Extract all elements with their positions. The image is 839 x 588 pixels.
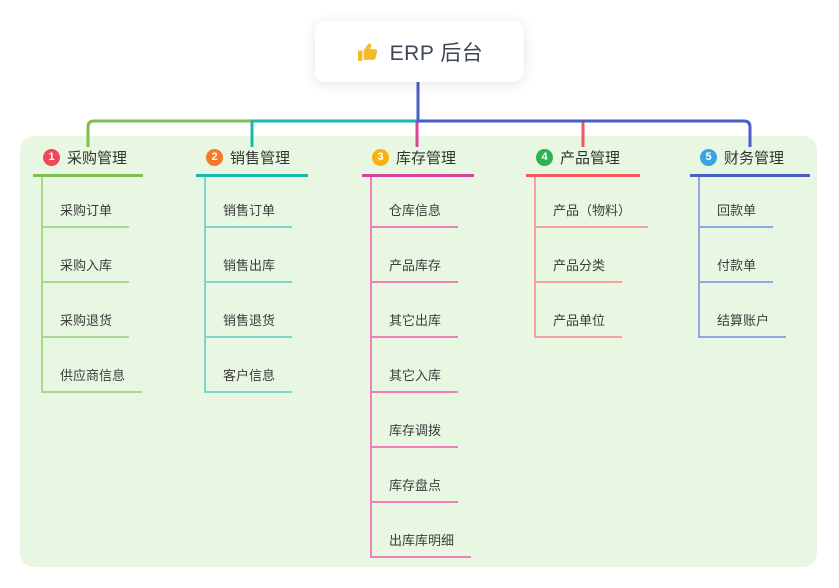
- child-node[interactable]: 付款单: [700, 228, 774, 283]
- branch-number-badge: 4: [536, 149, 553, 166]
- child-node[interactable]: 其它入库: [372, 338, 459, 393]
- child-node[interactable]: 出库库明细: [372, 503, 472, 558]
- branch-children: 销售订单销售出库销售退货客户信息: [204, 177, 293, 393]
- child-node[interactable]: 库存盘点: [372, 448, 459, 503]
- child-node[interactable]: 回款单: [700, 177, 774, 228]
- child-node[interactable]: 销售退货: [206, 283, 293, 338]
- child-node[interactable]: 采购入库: [43, 228, 130, 283]
- branch-children: 产品（物料）产品分类产品单位: [534, 177, 649, 338]
- child-node[interactable]: 库存调拨: [372, 393, 459, 448]
- child-node[interactable]: 采购订单: [43, 177, 130, 228]
- child-node[interactable]: 其它出库: [372, 283, 459, 338]
- branch-children: 采购订单采购入库采购退货供应商信息: [41, 177, 143, 393]
- thumbs-up-icon: [356, 40, 380, 64]
- branch-title-3[interactable]: 3 库存管理: [362, 148, 474, 177]
- branch-number-badge: 1: [43, 149, 60, 166]
- branch-title-5[interactable]: 5 财务管理: [690, 148, 810, 177]
- child-node[interactable]: 产品库存: [372, 228, 459, 283]
- branch-number-badge: 3: [372, 149, 389, 166]
- branch-children: 仓库信息产品库存其它出库其它入库库存调拨库存盘点出库库明细: [370, 177, 472, 558]
- branch-number-badge: 2: [206, 149, 223, 166]
- branch-title-2[interactable]: 2 销售管理: [196, 148, 308, 177]
- mindmap-background-panel: [20, 136, 817, 567]
- branch-children: 回款单付款单结算账户: [698, 177, 787, 338]
- child-node[interactable]: 产品（物料）: [536, 177, 649, 228]
- child-node[interactable]: 销售订单: [206, 177, 293, 228]
- child-node[interactable]: 供应商信息: [43, 338, 143, 393]
- branch-title-label: 产品管理: [560, 150, 621, 167]
- branch-4: 4 产品管理产品（物料）产品分类产品单位: [526, 148, 649, 338]
- branch-title-label: 库存管理: [396, 150, 457, 167]
- branch-3: 3 库存管理仓库信息产品库存其它出库其它入库库存调拨库存盘点出库库明细: [362, 148, 474, 558]
- branch-number-badge: 5: [700, 149, 717, 166]
- root-node-erp[interactable]: ERP 后台: [315, 21, 524, 82]
- branch-title-label: 销售管理: [230, 150, 291, 167]
- branch-title-label: 财务管理: [724, 150, 785, 167]
- branch-5: 5 财务管理回款单付款单结算账户: [690, 148, 810, 338]
- root-title: ERP 后台: [389, 41, 484, 65]
- child-node[interactable]: 产品单位: [536, 283, 623, 338]
- child-node[interactable]: 仓库信息: [372, 177, 459, 228]
- child-node[interactable]: 采购退货: [43, 283, 130, 338]
- branch-title-4[interactable]: 4 产品管理: [526, 148, 640, 177]
- branch-1: 1 采购管理采购订单采购入库采购退货供应商信息: [33, 148, 143, 393]
- branch-title-1[interactable]: 1 采购管理: [33, 148, 143, 177]
- child-node[interactable]: 结算账户: [700, 283, 787, 338]
- branch-title-label: 采购管理: [67, 150, 128, 167]
- child-node[interactable]: 产品分类: [536, 228, 623, 283]
- branch-2: 2 销售管理销售订单销售出库销售退货客户信息: [196, 148, 308, 393]
- child-node[interactable]: 销售出库: [206, 228, 293, 283]
- child-node[interactable]: 客户信息: [206, 338, 293, 393]
